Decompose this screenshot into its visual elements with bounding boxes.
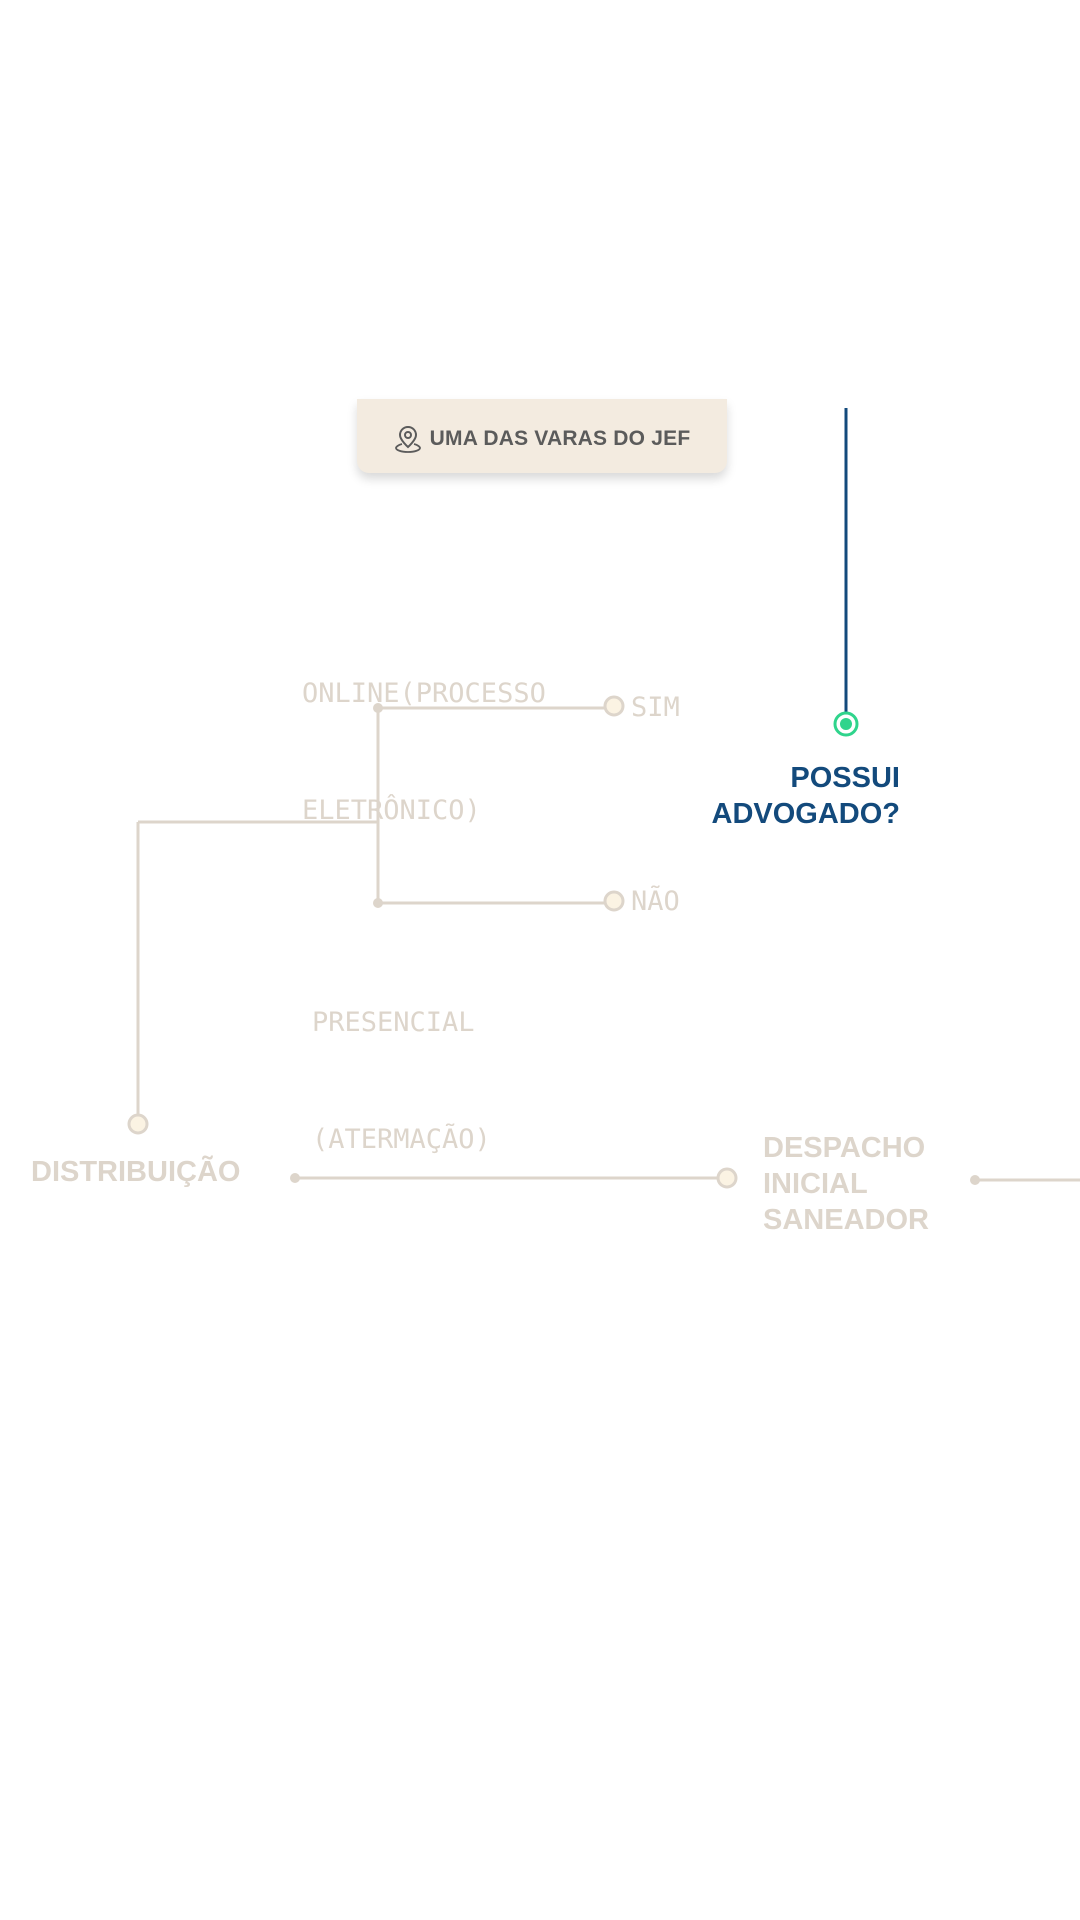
despacho-line2: INICIAL (763, 1168, 868, 1200)
despacho-node (716, 1167, 738, 1189)
branch-dot-bottom (373, 898, 383, 908)
active-node-dot (840, 718, 852, 730)
map-pin-icon (394, 425, 421, 453)
presencial-label-line2: (ATERMAÇÃO) (312, 1124, 491, 1155)
branch-dot-top (373, 703, 383, 713)
nao-label: NÃO (631, 886, 680, 917)
online-label-line2: ELETRÔNICO) (302, 795, 481, 826)
location-badge: UMA DAS VARAS DO JEF (357, 399, 727, 473)
question-line1: POSSUI (790, 762, 900, 794)
distribuicao-label: DISTRIBUIÇÃO (31, 1156, 241, 1188)
active-step-question: POSSUI ADVOGADO? (640, 760, 901, 832)
online-label-line1: ONLINE(PROCESSO (302, 678, 546, 709)
location-label: UMA DAS VARAS DO JEF (429, 427, 691, 450)
question-line2: ADVOGADO? (711, 798, 901, 830)
sim-node (603, 695, 625, 717)
distribution-dot (290, 1173, 300, 1183)
online-option-label: ONLINE(PROCESSO ELETRÔNICO) (302, 596, 546, 908)
despacho-line3: SANEADOR (763, 1204, 929, 1236)
distribution-node (127, 1113, 149, 1135)
despacho-dot (970, 1175, 980, 1185)
despacho-label: DESPACHO INICIAL SANEADOR (763, 1130, 929, 1238)
sim-label: SIM (631, 692, 680, 723)
presencial-option-label: PRESENCIAL (ATERMAÇÃO) (312, 925, 491, 1237)
nao-node (603, 890, 625, 912)
despacho-line1: DESPACHO (763, 1132, 926, 1164)
presencial-label-line1: PRESENCIAL (312, 1007, 475, 1038)
